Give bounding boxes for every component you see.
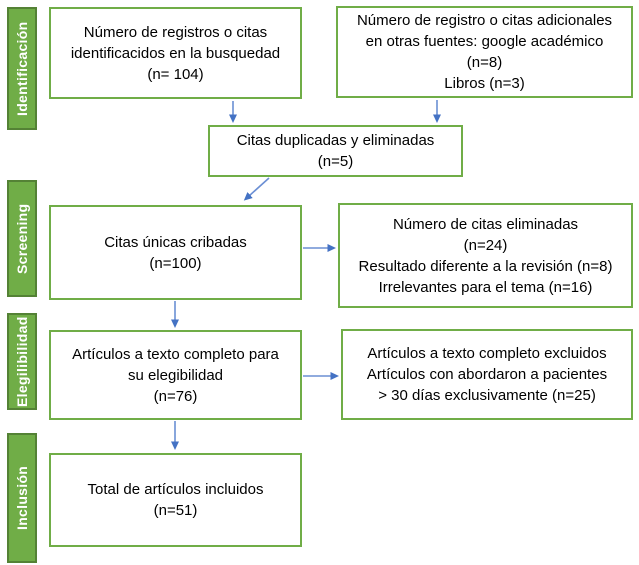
stage-label-identificacion: Identificación xyxy=(7,7,37,130)
box-total-included: Total de artículos incluidos (n=51) xyxy=(49,453,302,547)
stage-label-elegibilidad: Elegilibilidad xyxy=(7,313,37,410)
box-fulltext-assessed: Artículos a texto completo para su elegi… xyxy=(49,330,302,420)
stage-label-screening: Screening xyxy=(7,180,37,297)
stage-label-inclusion: Inclusión xyxy=(7,433,37,563)
box-duplicates-removed-text: Citas duplicadas y eliminadas (n=5) xyxy=(236,132,435,170)
box-citations-excluded: Número de citas eliminadas (n=24) Result… xyxy=(338,203,633,308)
box-citations-excluded-text: Número de citas eliminadas (n=24) Result… xyxy=(358,215,613,296)
arrow-duplicates-to-screened xyxy=(243,177,270,201)
stage-label-text: Identificación xyxy=(14,21,30,116)
box-additional-records-text: Número de registro o citas adicionales e… xyxy=(356,12,613,92)
box-duplicates-removed: Citas duplicadas y eliminadas (n=5) xyxy=(208,125,463,177)
stage-label-text: Screening xyxy=(14,203,30,274)
box-fulltext-excluded: Artículos a texto completo excluidos Art… xyxy=(341,329,633,420)
box-unique-citations-screened: Citas únicas cribadas (n=100) xyxy=(49,205,302,300)
stage-label-text: Inclusión xyxy=(14,465,30,531)
box-additional-records: Número de registro o citas adicionales e… xyxy=(336,6,633,98)
box-identified-records-text: Número de registros o citas identificaci… xyxy=(70,23,281,83)
box-fulltext-excluded-text: Artículos a texto completo excluidos Art… xyxy=(366,345,608,404)
box-fulltext-assessed-text: Artículos a texto completo para su elegi… xyxy=(72,345,279,405)
box-unique-citations-screened-text: Citas únicas cribadas (n=100) xyxy=(104,233,247,272)
stage-label-text: Elegilibilidad xyxy=(14,316,30,407)
box-total-included-text: Total de artículos incluidos (n=51) xyxy=(87,481,264,519)
box-identified-records: Número de registros o citas identificaci… xyxy=(49,7,302,99)
